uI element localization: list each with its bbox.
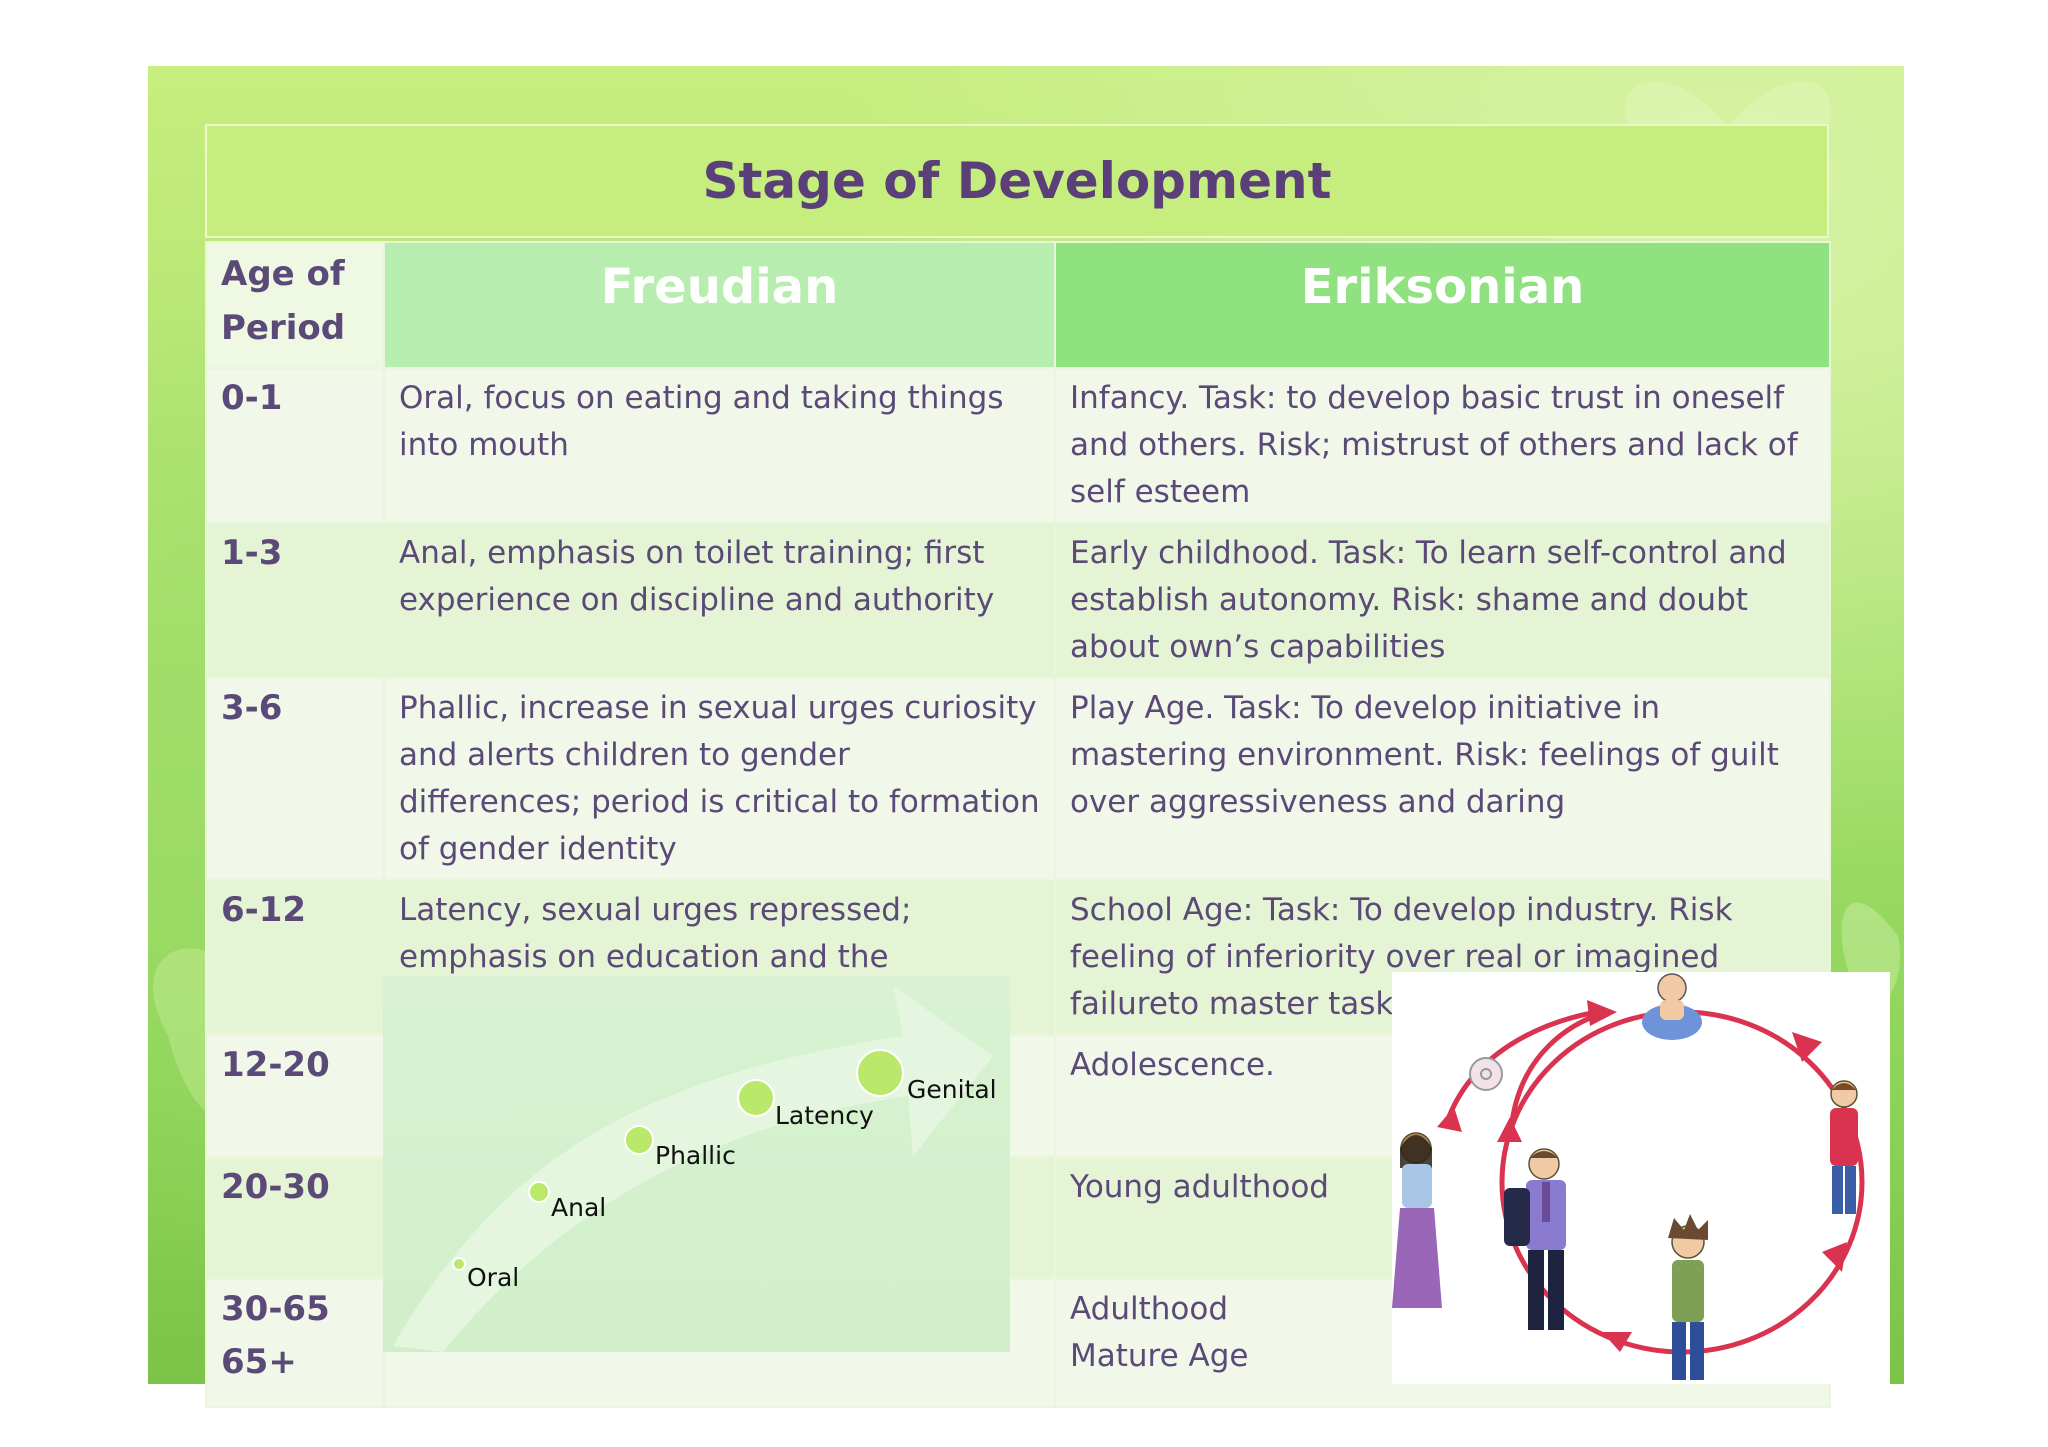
stage-dot-latency — [737, 1079, 775, 1117]
stage-label-genital: Genital — [907, 1075, 997, 1104]
baby-figure — [1642, 973, 1702, 1040]
freudian-cell: Phallic, increase in sexual urges curios… — [383, 677, 1056, 881]
life-cycle-arc-inner — [1509, 1009, 1608, 1123]
egg-icon — [1469, 1057, 1503, 1091]
adult-woman-figure — [1392, 1132, 1442, 1308]
stage-label-anal: Anal — [551, 1193, 606, 1222]
arrowhead — [1792, 1032, 1822, 1062]
header-freudian: Freudian — [383, 241, 1056, 369]
stage-dot-anal — [528, 1181, 550, 1203]
eriksonian-cell: Early childhood. Task: To learn self-con… — [1054, 522, 1831, 679]
stage-label-latency: Latency — [775, 1101, 874, 1130]
arrowhead — [1602, 1332, 1632, 1352]
arrowhead — [1437, 1107, 1462, 1132]
table-row: 1-3 Anal, emphasis on toilet training; f… — [205, 522, 1831, 679]
life-cycle-graphic — [1392, 973, 1865, 1380]
age-cell: 12-20 — [205, 1034, 385, 1158]
age-cell: 3-6 — [205, 677, 385, 881]
progress-arrow — [393, 986, 993, 1352]
life-cycle-illustration — [1392, 972, 1890, 1384]
title-bar: Stage of Development — [205, 124, 1829, 238]
header-age-of-period: Age of Period — [205, 241, 385, 369]
stage-label-oral: Oral — [467, 1263, 519, 1292]
adult-man-figure — [1504, 1148, 1566, 1330]
stage-dot-phallic — [624, 1125, 654, 1155]
age-cell: 1-3 — [205, 522, 385, 679]
freudian-cell: Anal, emphasis on toilet training; first… — [383, 522, 1056, 679]
eriksonian-value-secondary: Mature Age — [1070, 1338, 1249, 1374]
table-row: 0-1 Oral, focus on eating and taking thi… — [205, 367, 1831, 524]
age-cell: 20-30 — [205, 1156, 385, 1280]
age-cell: 6-12 — [205, 879, 385, 1036]
stage-dot-genital — [856, 1049, 904, 1097]
arrowhead — [1497, 1117, 1522, 1142]
eriksonian-cell: Play Age. Task: To develop initiative in… — [1054, 677, 1831, 881]
stage-dot-oral — [452, 1257, 466, 1271]
child-figure — [1830, 1080, 1858, 1214]
psychosexual-stages-diagram: Oral Anal Phallic Latency Genital — [383, 976, 1010, 1352]
arrowhead — [1822, 1242, 1847, 1272]
age-value-secondary: 65+ — [221, 1342, 297, 1382]
psychosexual-arrow-graphic: Oral Anal Phallic Latency Genital — [393, 986, 997, 1352]
age-cell: 0-1 — [205, 367, 385, 524]
freudian-cell: Oral, focus on eating and taking things … — [383, 367, 1056, 524]
life-cycle-arc-left — [1444, 1009, 1598, 1123]
eriksonian-cell: Infancy. Task: to develop basic trust in… — [1054, 367, 1831, 524]
stage-label-phallic: Phallic — [655, 1141, 736, 1170]
age-cell: 30-65 65+ — [205, 1278, 385, 1408]
table-row: 3-6 Phallic, increase in sexual urges cu… — [205, 677, 1831, 881]
header-eriksonian: Eriksonian — [1054, 241, 1831, 369]
age-value: 30-65 — [221, 1289, 330, 1329]
arrowhead — [1587, 1000, 1617, 1026]
table-header-row: Age of Period Freudian Eriksonian — [205, 241, 1831, 369]
eriksonian-value: Adulthood — [1070, 1291, 1229, 1327]
teenager-figure — [1668, 1214, 1708, 1380]
page-title: Stage of Development — [702, 152, 1332, 210]
